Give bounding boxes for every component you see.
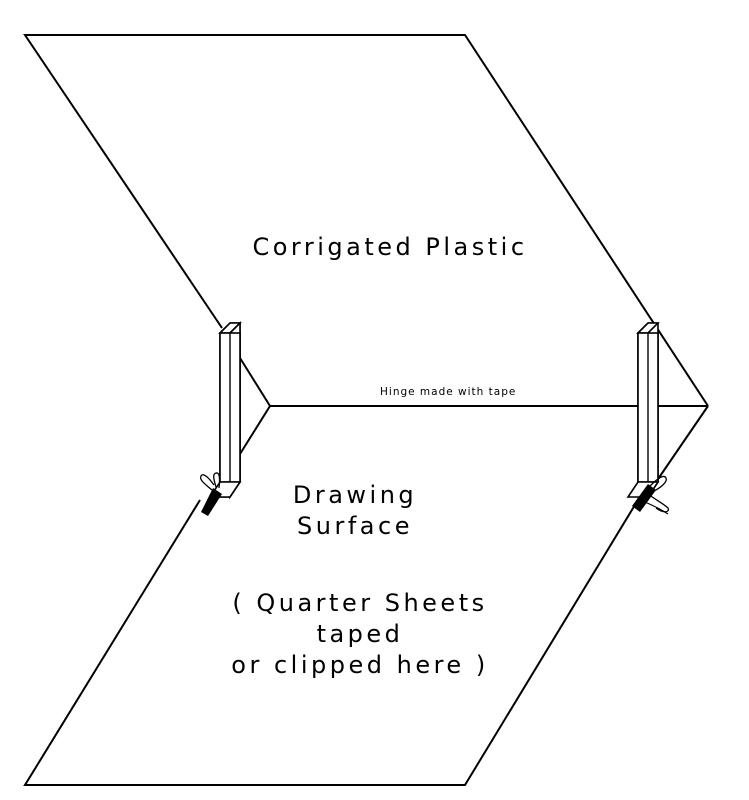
top-panel-label: Corrigated Plastic (252, 233, 528, 261)
hinge-label: Hinge made with tape (380, 386, 517, 398)
right-spacer-diagonal (655, 405, 709, 483)
top-panel-outline (23, 34, 709, 407)
bottom-panel-note-line: taped (316, 620, 404, 648)
left-spacer-block (208, 321, 242, 500)
bottom-panel-label: Drawing Surface (200, 480, 510, 542)
bottom-panel-label-line: Surface (297, 512, 413, 540)
bottom-panel-note-line: ( Quarter Sheets (232, 589, 488, 617)
left-spacer-triangle (239, 357, 272, 455)
bottom-panel-note-line: or clipped here ) (231, 651, 489, 679)
right-spacer-block (626, 322, 660, 498)
binder-clip-icon (199, 472, 222, 516)
bottom-panel-outline (23, 494, 642, 786)
bottom-panel-note: ( Quarter Sheets taped or clipped here ) (150, 588, 570, 681)
binder-clip-icon (632, 475, 670, 515)
bottom-panel-label-line: Drawing (292, 481, 418, 509)
